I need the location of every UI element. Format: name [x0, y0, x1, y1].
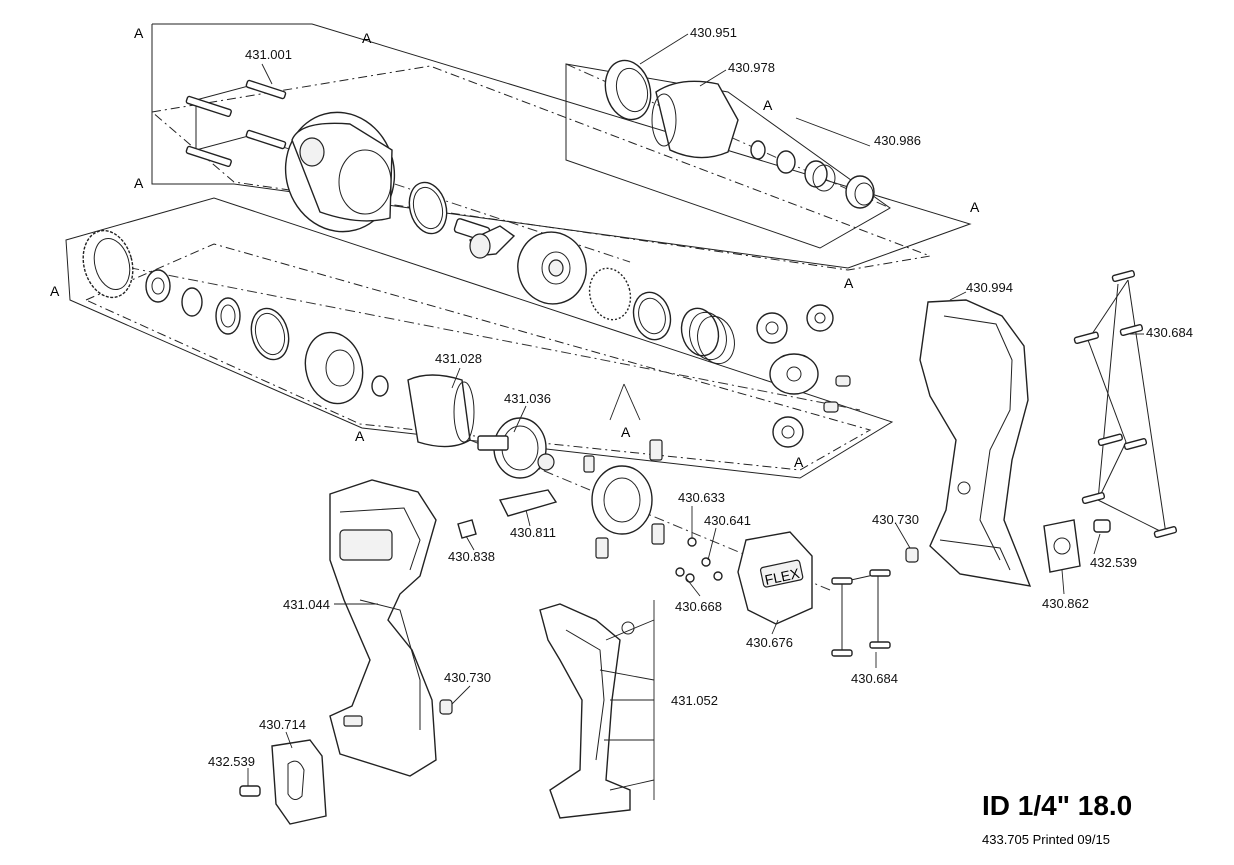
part-label-431-052: 431.052	[671, 693, 718, 708]
leader-lines	[247, 33, 1144, 800]
housing-screws-right	[1073, 270, 1178, 539]
part-label-430-641: 430.641	[704, 513, 751, 528]
gear-housing	[284, 111, 396, 233]
part-label-430-730: 430.730	[444, 670, 491, 685]
switch-assembly	[539, 603, 635, 819]
bumper-ring	[604, 59, 652, 121]
sensor-module	[457, 489, 558, 539]
part-label-430-994: 430.994	[966, 280, 1013, 295]
cover-screws	[831, 569, 891, 657]
part-label-430-730: 430.730	[872, 512, 919, 527]
part-labels: 431.001 430.951 430.978 430.986 430.994 …	[208, 25, 1193, 769]
gear-case-cover	[304, 331, 389, 405]
ref-a: A	[134, 175, 144, 191]
belt-clip	[239, 739, 327, 825]
bit-holder-parts	[750, 140, 875, 209]
gear-washers	[145, 269, 290, 361]
document-code: 433.705 Printed 09/15	[982, 832, 1110, 847]
hammer	[517, 231, 587, 305]
part-label-430-684: 430.684	[851, 671, 898, 686]
anvil-and-spindle	[453, 218, 516, 259]
reference-letters: A A A A A A A A A A	[50, 25, 980, 470]
rotor	[477, 417, 555, 479]
part-label-432-539: 432.539	[1090, 555, 1137, 570]
ref-a: A	[50, 283, 60, 299]
brand-logo: FLEX	[763, 565, 801, 588]
ref-a: A	[134, 25, 144, 41]
ball-bearing-ring	[588, 267, 632, 321]
ref-a: A	[362, 30, 372, 46]
ref-a: A	[763, 97, 773, 113]
ref-a: A	[355, 428, 365, 444]
housing-o-ring	[408, 181, 448, 235]
part-label-431-044: 431.044	[283, 597, 330, 612]
part-label-431-001: 431.001	[245, 47, 292, 62]
part-label-430-676: 430.676	[746, 635, 793, 650]
part-label-430-811: 430.811	[510, 525, 556, 540]
part-label-430-684: 430.684	[1146, 325, 1193, 340]
part-label-430-838: 430.838	[448, 549, 495, 564]
part-label-430-951: 430.951	[690, 25, 737, 40]
stator-board	[583, 439, 665, 559]
title-block: ID 1/4" 18.0 433.705 Printed 09/15	[982, 790, 1222, 847]
hammer-washer	[632, 291, 672, 341]
motor-can	[407, 374, 475, 448]
part-label-430-986: 430.986	[874, 133, 921, 148]
right-housing-half	[919, 299, 1032, 587]
part-label-430-978: 430.978	[728, 60, 775, 75]
hammer-spring	[680, 307, 735, 365]
ref-a: A	[621, 424, 631, 440]
part-label-432-539: 432.539	[208, 754, 255, 769]
ring-gear	[82, 229, 134, 299]
front-cover: FLEX	[737, 531, 813, 625]
nose-cover	[651, 80, 739, 159]
battery-terminal-block	[905, 519, 1111, 573]
small-hardware	[675, 537, 723, 583]
left-housing-half	[329, 479, 453, 777]
planetary-gears	[756, 304, 851, 448]
assembly-frames	[65, 23, 972, 479]
part-label-431-028: 431.028	[435, 351, 482, 366]
ref-a: A	[970, 199, 980, 215]
ref-a: A	[794, 454, 804, 470]
ref-a: A	[844, 275, 854, 291]
part-label-430-633: 430.633	[678, 490, 725, 505]
model-title: ID 1/4" 18.0	[982, 790, 1133, 821]
housing-screw-set	[185, 79, 287, 168]
part-label-431-036: 431.036	[504, 391, 551, 406]
part-label-430-714: 430.714	[259, 717, 306, 732]
part-label-430-668: 430.668	[675, 599, 722, 614]
part-label-430-862: 430.862	[1042, 596, 1089, 611]
